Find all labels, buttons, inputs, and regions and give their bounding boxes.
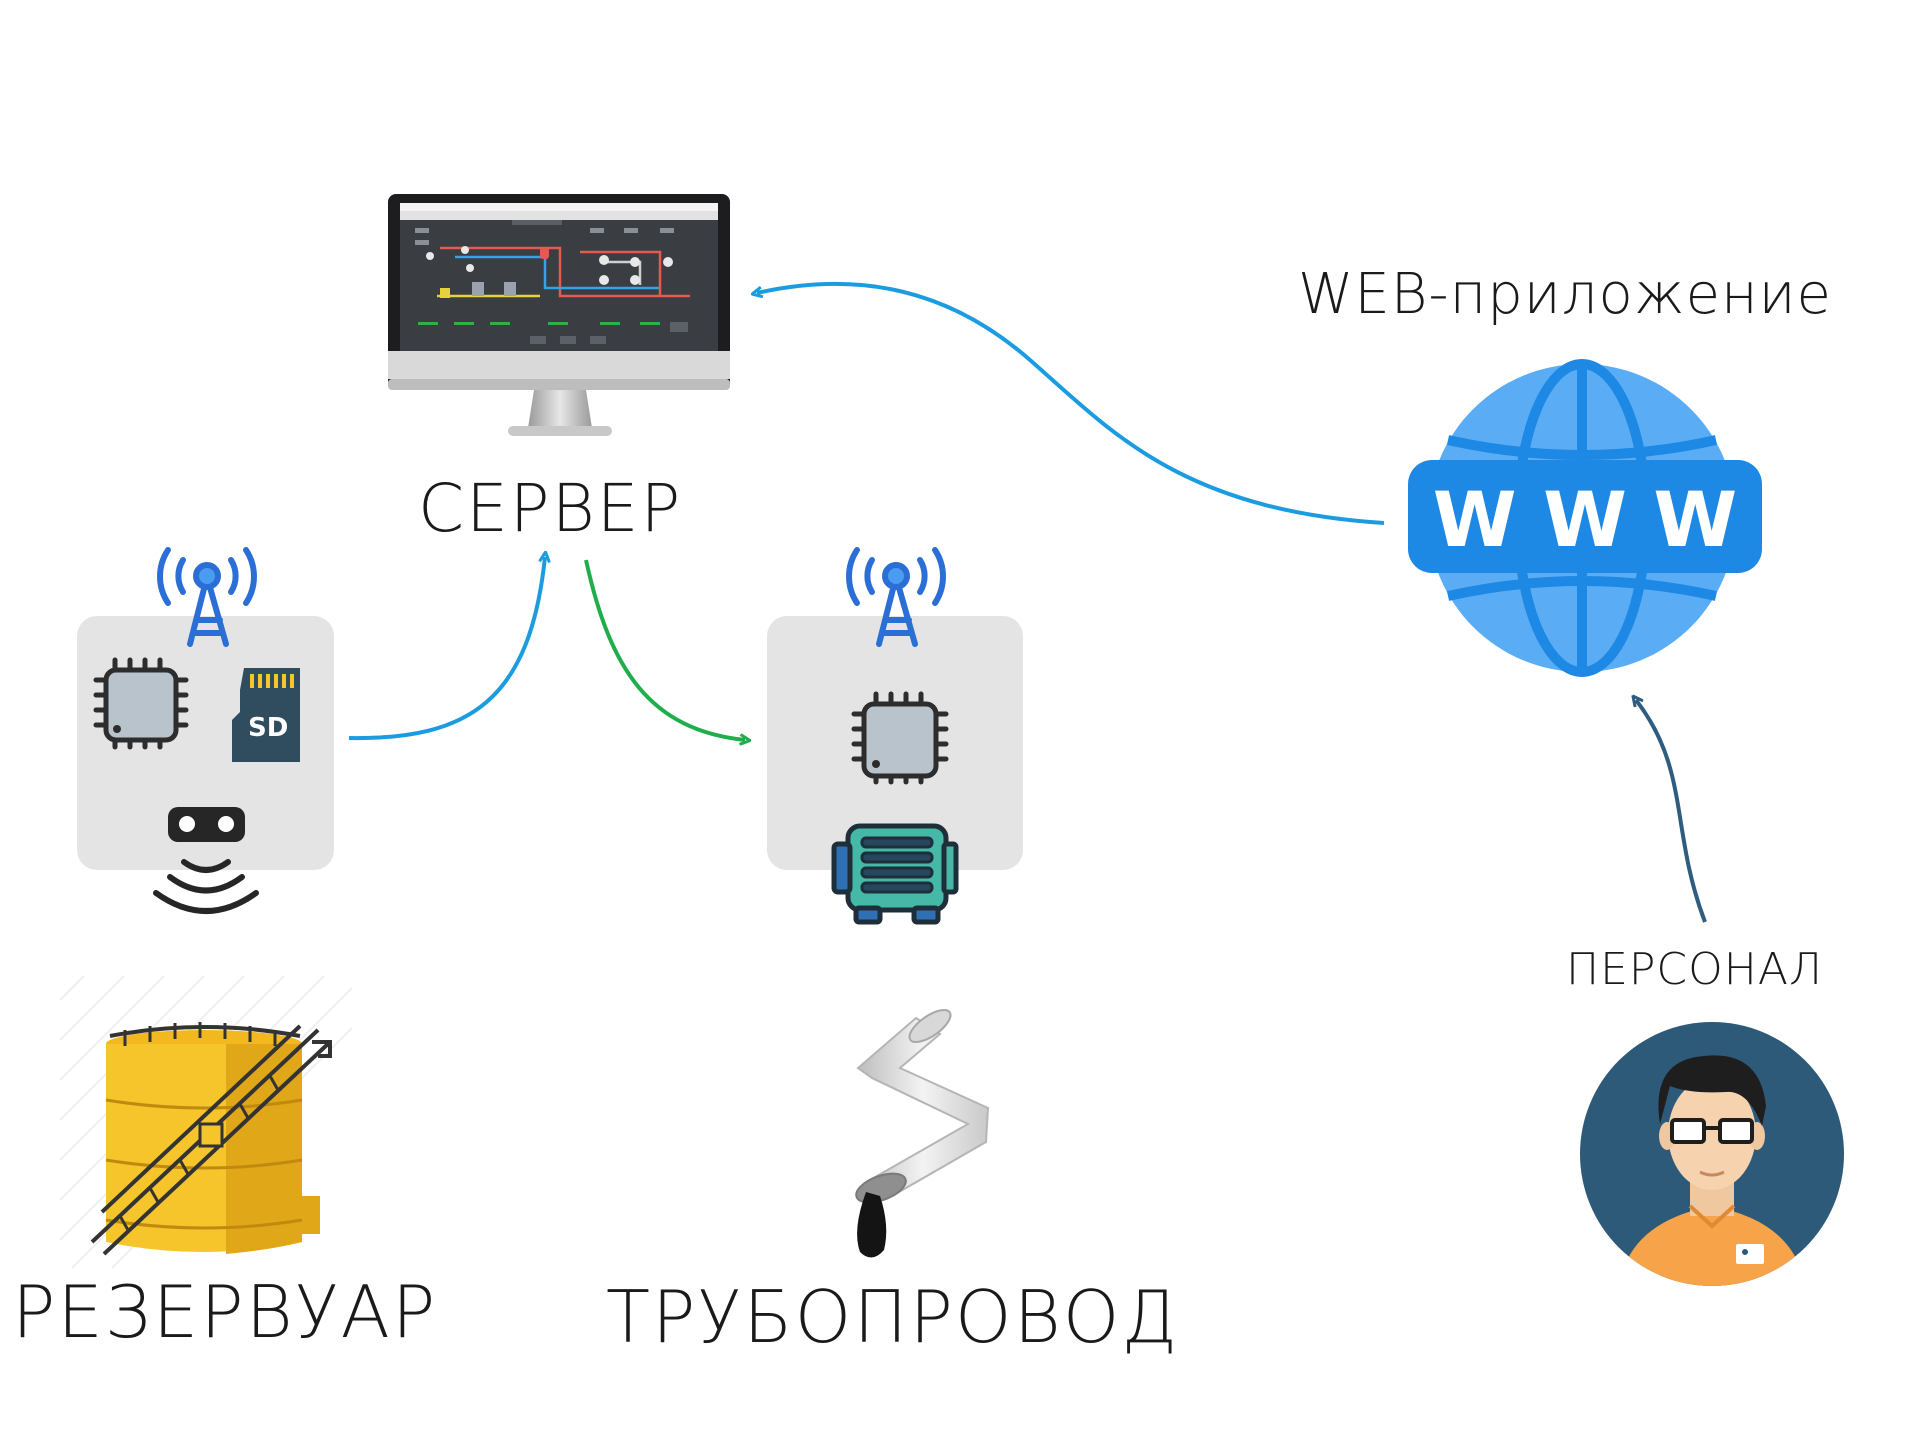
staff-avatar-icon	[1580, 1022, 1844, 1286]
radio-tower-icon	[157, 547, 257, 647]
storage-tank-icon	[59, 975, 353, 1269]
server-label: СЕРВЕР	[418, 470, 683, 547]
server-monitor	[388, 194, 730, 436]
web-app-label: WEB-приложение	[1298, 262, 1832, 327]
pipeline-label: ТРУБОПРОВОД	[606, 1275, 1180, 1359]
pump-motor-icon	[831, 823, 959, 925]
radio-tower-icon	[846, 547, 946, 647]
tank-label: РЕЗЕРВУАР	[12, 1270, 438, 1354]
www-globe-icon: W W W	[1408, 359, 1762, 677]
microcontroller-chip-icon	[851, 691, 949, 785]
arrow-tank-to-server	[348, 557, 545, 741]
sd-card-text: SD	[248, 713, 288, 743]
arrow-server-to-pipeline	[584, 559, 745, 740]
globe-www-text: W W W	[1433, 475, 1737, 564]
arrow-web-to-server	[757, 281, 1385, 525]
staff-label: ПЕРСОНАЛ	[1566, 944, 1824, 995]
ultrasonic-sensor-icon	[153, 807, 259, 914]
microcontroller-chip-icon	[93, 657, 189, 750]
connections	[348, 281, 1707, 923]
pipeline-icon	[855, 1008, 990, 1258]
sd-card-icon: SD	[232, 668, 300, 762]
arrow-staff-to-web	[1636, 700, 1707, 923]
